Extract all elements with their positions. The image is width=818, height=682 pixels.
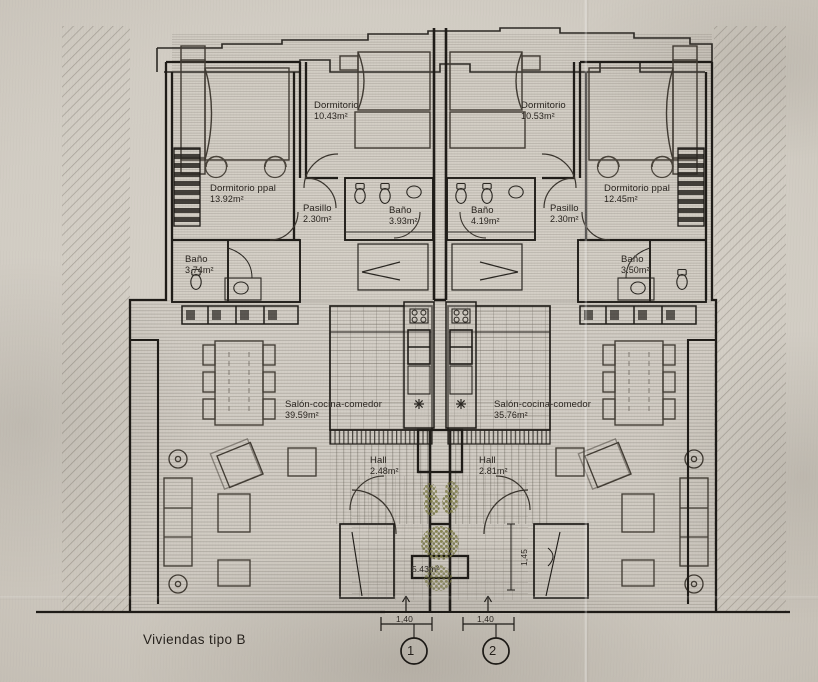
- room-area: 3.50m²: [621, 265, 650, 276]
- shower-tray-right: [451, 243, 523, 291]
- bathroom-left-interior-fixtures: [345, 182, 433, 233]
- bathroom-right-interior-fixtures: [447, 182, 535, 233]
- room-name: Baño: [621, 254, 644, 265]
- grid-marker-circles: [400, 624, 510, 665]
- counter-left: [181, 305, 299, 325]
- room-area: 13.92m²: [210, 194, 244, 205]
- coffee-table-left: [217, 447, 317, 587]
- room-name: Baño: [471, 205, 494, 216]
- entry-side-panel-right: [533, 523, 589, 599]
- grid-marker-1-label: 1: [407, 643, 415, 658]
- bathroom-right-interior: [446, 177, 536, 241]
- room-area: 4.19m²: [471, 216, 500, 227]
- room-name: Pasillo: [303, 203, 332, 214]
- room-area: 2.30m²: [303, 214, 332, 225]
- bedroom-left-chairs: [204, 155, 287, 179]
- room-area: 10.53m²: [521, 111, 555, 122]
- dining-set-left: [202, 340, 276, 426]
- stair-treads-right: [447, 429, 551, 445]
- room-name: Salón-cocina-comedor: [494, 399, 592, 410]
- kitchen-appliances-left: [403, 301, 435, 429]
- bathroom-right-exterior: [577, 239, 707, 303]
- window-shutter-left: [173, 147, 201, 227]
- room-name: Hall: [370, 455, 387, 466]
- sofa-right: [679, 449, 709, 594]
- room-name: Dormitorio: [521, 100, 566, 111]
- dining-set-right: [602, 340, 676, 426]
- room-name: Pasillo: [550, 203, 579, 214]
- room-area: 3.74m²: [185, 265, 214, 276]
- patio-area-label: 5.43m²: [412, 564, 440, 574]
- window-shutter-right: [677, 147, 705, 227]
- kitchen-right: [447, 305, 551, 431]
- plan-title: Viviendas tipo B: [143, 632, 246, 647]
- bathroom-right-fixtures: [617, 247, 688, 301]
- room-area: 39.59m²: [285, 410, 319, 421]
- room-name: Dormitorio ppal: [210, 183, 276, 194]
- bed-secondary-left: [339, 51, 431, 149]
- armchair-right: [577, 438, 632, 490]
- bathroom-left-fixtures: [190, 247, 262, 301]
- dimension-lines: [380, 523, 515, 631]
- coffee-table-right: [555, 447, 655, 587]
- shower-tray-left: [357, 243, 429, 291]
- bathroom-left-exterior: [171, 239, 301, 303]
- counter-right: [579, 305, 697, 325]
- bathroom-left-interior: [344, 177, 434, 241]
- adjacent-plot-hatch-left: [62, 26, 130, 612]
- room-name: Dormitorio: [314, 100, 359, 111]
- entry-paving: [352, 476, 528, 600]
- room-area: 2.30m²: [550, 214, 579, 225]
- room-area: 10.43m²: [314, 111, 348, 122]
- stair-treads-left: [329, 429, 433, 445]
- dwelling-floor-hatch: [172, 34, 712, 304]
- room-name: Baño: [185, 254, 208, 265]
- room-area: 2.48m²: [370, 466, 399, 477]
- dimension-label-dim-3: 1,45: [519, 549, 529, 566]
- bed-secondary-right: [449, 51, 541, 149]
- armchair-left: [209, 438, 264, 490]
- adjacent-plot-hatch-right: [714, 26, 786, 612]
- dimension-label-dim-2: 1,40: [477, 614, 494, 624]
- room-area: 12.45m²: [604, 194, 638, 205]
- room-area: 3.93m²: [389, 216, 418, 227]
- sofa-left: [163, 449, 193, 594]
- kitchen-appliances-right: [445, 301, 477, 429]
- bedroom-right-chairs: [596, 155, 674, 179]
- room-area: 35.76m²: [494, 410, 528, 421]
- room-name: Salón-cocina-comedor: [285, 399, 383, 410]
- room-name: Hall: [479, 455, 496, 466]
- grid-marker-2-label: 2: [489, 643, 497, 658]
- room-name: Baño: [389, 205, 412, 216]
- dimension-label-dim-1: 1,40: [396, 614, 413, 624]
- kitchen-left: [329, 305, 433, 431]
- room-name: Dormitorio ppal: [604, 183, 670, 194]
- room-area: 2.81m²: [479, 466, 508, 477]
